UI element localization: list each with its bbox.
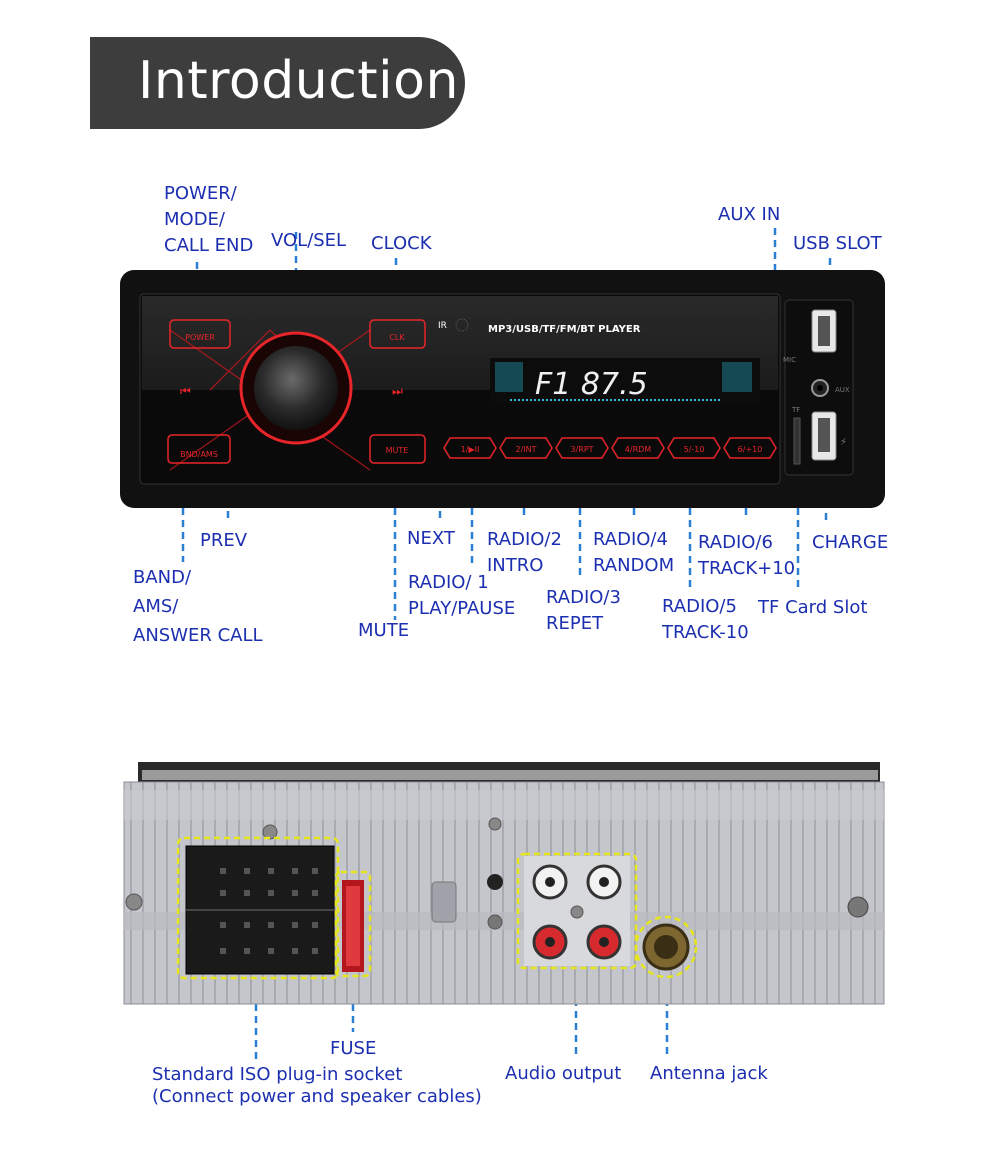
mic-label: MIC	[783, 356, 796, 364]
preset-button-2[interactable]: 2/INT	[499, 437, 553, 459]
ir-label: IR	[438, 321, 447, 331]
page-title: Introduction	[138, 51, 459, 111]
preset-button-3[interactable]: 3/RPT	[555, 437, 609, 459]
label-antenna-jack: Antenna jack	[650, 1063, 768, 1084]
label-audio-output: Audio output	[505, 1063, 622, 1084]
iso-socket[interactable]	[185, 845, 335, 975]
mute-button[interactable]: MUTE	[369, 434, 426, 464]
lcd-display: F1 87.5	[490, 358, 760, 402]
fuse[interactable]	[342, 880, 364, 972]
preset-button-5[interactable]: 5/-10	[667, 437, 721, 459]
antenna-highlight	[634, 915, 698, 979]
svg-text:3/RPT: 3/RPT	[570, 445, 593, 454]
label-clock: CLOCK	[371, 233, 432, 254]
label-prev: PREV	[200, 530, 248, 551]
label-aux-in: AUX IN	[718, 204, 781, 225]
label-iso-socket: Standard ISO plug-in socket(Connect powe…	[152, 1064, 482, 1107]
antenna-jack[interactable]	[642, 923, 690, 971]
front-panel: POWER CLK ⏮ ⏭ BND/AMS MUTE IR MP3/USB/TF…	[120, 270, 885, 508]
power-button-label: POWER	[185, 333, 215, 342]
aux-jack[interactable]	[811, 379, 829, 397]
preset-button-1[interactable]: 1/▶II	[443, 437, 497, 459]
clock-button[interactable]: CLK	[369, 319, 426, 349]
audio-output[interactable]	[524, 856, 630, 966]
tf-card-slot[interactable]	[793, 417, 801, 465]
label-fuse: FUSE	[330, 1038, 377, 1059]
band-button[interactable]: BND/AMS	[167, 434, 231, 464]
power-button[interactable]: POWER	[169, 319, 231, 349]
display-text: F1 87.5	[535, 367, 648, 402]
screw-icon	[125, 893, 143, 911]
svg-text:6/+10: 6/+10	[738, 445, 763, 454]
next-icon[interactable]: ⏭	[392, 384, 403, 398]
screw-icon	[488, 817, 502, 831]
preset-buttons: 1/▶II 2/INT 3/RPT 4/RDM 5/-10 6/+10	[443, 437, 777, 459]
band-button-label: BND/AMS	[180, 450, 218, 459]
preset-button-4[interactable]: 4/RDM	[611, 437, 665, 459]
label-next: NEXT	[407, 528, 455, 549]
tf-label: TF	[791, 406, 800, 414]
audio-highlight	[516, 852, 638, 970]
label-vol: VOL/SEL	[271, 230, 347, 251]
preset-button-6[interactable]: 6/+10	[723, 437, 777, 459]
screw-icon	[847, 896, 869, 918]
charge-icon: ⚡	[840, 437, 847, 448]
svg-text:4/RDM: 4/RDM	[625, 445, 652, 454]
label-mute: MUTE	[358, 620, 410, 641]
iso-highlight	[176, 836, 340, 980]
player-label: MP3/USB/TF/FM/BT PLAYER	[488, 324, 641, 335]
label-power: POWER/MODE/CALL END	[164, 183, 254, 256]
label-charge: CHARGE	[812, 532, 889, 553]
svg-text:1/▶II: 1/▶II	[461, 445, 480, 454]
prev-icon[interactable]: ⏮	[180, 384, 191, 398]
screw-icon	[487, 914, 503, 930]
ground-hole-icon	[487, 874, 503, 890]
mute-button-label: MUTE	[386, 446, 409, 455]
title-banner: Introduction	[90, 37, 465, 129]
usb-slot-top[interactable]	[811, 309, 837, 353]
fuse-highlight	[334, 870, 372, 978]
svg-text:2/INT: 2/INT	[515, 445, 536, 454]
volume-knob[interactable]	[239, 331, 353, 445]
clock-button-label: CLK	[389, 333, 405, 342]
rear-panel	[123, 762, 885, 1005]
label-tf-card: TF Card Slot	[758, 597, 868, 618]
svg-text:5/-10: 5/-10	[684, 445, 705, 454]
label-band: BAND/AMS/ANSWER CALL	[133, 567, 263, 646]
aux-label: AUX	[835, 386, 850, 394]
usb-slot-charge[interactable]	[811, 411, 837, 461]
label-usb-slot: USB SLOT	[793, 233, 882, 254]
ir-sensor-icon	[455, 318, 469, 332]
